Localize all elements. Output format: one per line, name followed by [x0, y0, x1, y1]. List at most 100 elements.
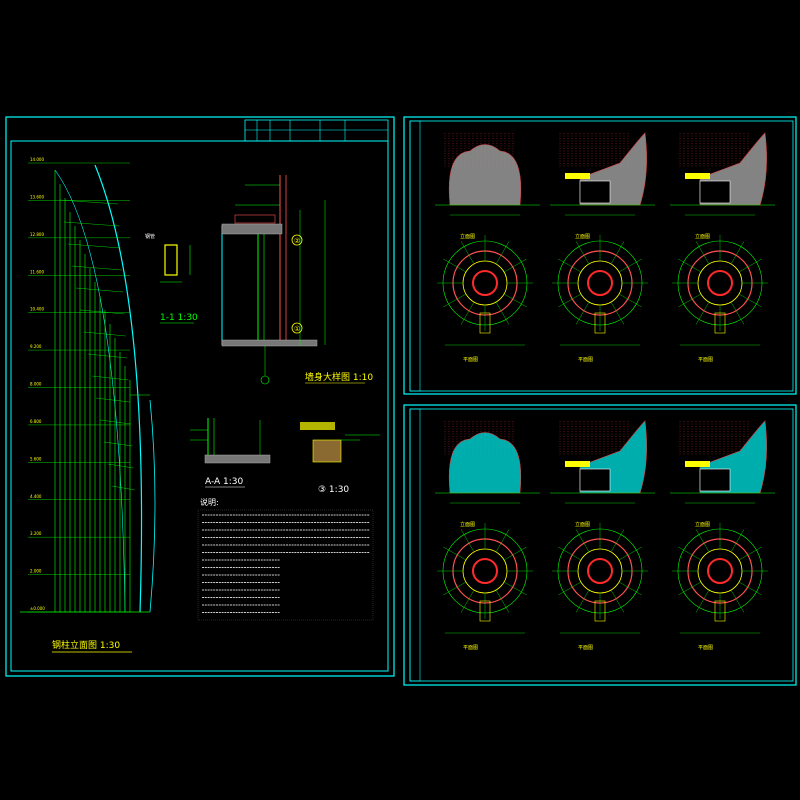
brace-line [91, 375, 129, 381]
section-a-a: A-A 1:30 [190, 418, 271, 488]
left-sheet-outer-frame [5, 116, 395, 677]
plan-radial-axis [678, 258, 702, 273]
level-label: 3.200 [30, 531, 42, 536]
plan-radial-axis [558, 258, 582, 273]
elevation-label: 立面图 [575, 233, 590, 240]
plan-radial-axis [575, 589, 590, 613]
plan-radial-axis [503, 581, 527, 596]
brace-line [103, 441, 133, 447]
elevation-title: 钢柱立面图 1:30 [52, 639, 120, 651]
plan-radial-axis [443, 546, 467, 561]
plan-radial-axis [678, 581, 702, 596]
opening [579, 468, 611, 492]
right-bottom-sheet: 立面图立面图立面图平面图平面图平面图 [403, 404, 797, 686]
level-label: 14.000 [30, 157, 44, 162]
plan-label: 平面图 [463, 357, 478, 363]
plan-radial-axis [695, 529, 710, 553]
column-outer-curve [94, 164, 143, 613]
section-1-1: 钢管 1-1 1:30 [145, 233, 198, 324]
plan-radial-axis [618, 293, 642, 308]
brace-line [59, 199, 119, 205]
plan-radial-axis [495, 529, 510, 553]
plan-radial-axis [730, 301, 745, 325]
plan-radial-axis [503, 546, 527, 561]
section-a-a-title: A-A 1:30 [205, 477, 244, 487]
plan-radial-axis [443, 293, 467, 308]
plan-radial-axis [495, 241, 510, 265]
plan-radial-axis [618, 546, 642, 561]
plan-radial-axis [618, 258, 642, 273]
elevation-label: 立面图 [695, 233, 710, 240]
plan-radial-axis [695, 589, 710, 613]
plan-label: 平面图 [698, 357, 713, 363]
brace-line [95, 397, 130, 403]
steel-column-elevation: 14.000 13.600 12.800 11.600 10.400 9.200 8.000… [20, 157, 156, 613]
plan-radial-axis [443, 581, 467, 596]
plan-core [472, 558, 498, 584]
plan-core [707, 558, 733, 584]
plan-radial-axis [495, 301, 510, 325]
plan-stair [479, 600, 491, 622]
canopy-band [685, 461, 710, 467]
opening [699, 180, 731, 204]
detail-3: ③ 1:30 [300, 422, 380, 495]
elevation-label: 立面图 [460, 233, 475, 240]
level-label: ±0.000 [30, 606, 45, 611]
wall-detail: ② ① 墙身大样图 1:10 [221, 175, 373, 385]
level-label: 5.600 [30, 456, 42, 461]
section-1-1-profile [164, 244, 178, 276]
level-label: 11.600 [30, 269, 44, 274]
plan-label: 平面图 [463, 645, 478, 651]
plan-radial-axis [460, 301, 475, 325]
plan-radial-axis [618, 581, 642, 596]
plan-label: 平面图 [578, 357, 593, 363]
plan-stair [594, 600, 606, 622]
plan-radial-axis [503, 293, 527, 308]
level-label: 9.200 [30, 344, 42, 349]
level-label: 10.400 [30, 307, 44, 312]
plan-radial-axis [495, 589, 510, 613]
level-label: 8.000 [30, 382, 42, 387]
svg-text:钢管: 钢管 [145, 233, 155, 240]
column-base-curve [149, 399, 156, 613]
wall-detail-title: 墙身大样图 1:10 [305, 371, 373, 383]
pavilion-elevation-body [448, 144, 522, 206]
plan-radial-axis [610, 301, 625, 325]
brace-line [71, 265, 122, 271]
plan-label: 平面图 [578, 645, 593, 651]
plan-radial-axis [730, 529, 745, 553]
elevation-label: 立面图 [575, 521, 590, 528]
plan-radial-axis [558, 546, 582, 561]
axis-mark-1: ① [294, 325, 300, 333]
plan-stair [594, 312, 606, 334]
detail-3-title: ③ 1:30 [318, 485, 349, 495]
brace-line [87, 353, 128, 359]
left-sheet: 14.000 13.600 12.800 11.600 10.400 9.200 8.000… [5, 116, 395, 677]
brace-line [107, 463, 134, 469]
plan-radial-axis [575, 529, 590, 553]
level-label: 13.600 [30, 194, 44, 199]
plan-stair [479, 312, 491, 334]
notes-title: 说明: [200, 497, 219, 507]
plan-radial-axis [695, 241, 710, 265]
plan-radial-axis [460, 529, 475, 553]
level-label: 4.400 [30, 494, 42, 499]
plan-radial-axis [558, 581, 582, 596]
plan-radial-axis [610, 589, 625, 613]
brace-line [83, 331, 126, 337]
plan-stair [714, 312, 726, 334]
opening [699, 468, 731, 492]
level-label: 12.800 [30, 232, 44, 237]
elevation-label: 立面图 [460, 521, 475, 528]
canopy-band [685, 173, 710, 179]
brace-line [67, 243, 121, 249]
opening [579, 180, 611, 204]
level-label: 6.800 [30, 419, 42, 424]
section-1-1-title: 1-1 1:30 [160, 313, 198, 323]
notes-block: 说明: [197, 497, 374, 621]
plan-core [707, 270, 733, 296]
plan-radial-axis [738, 258, 762, 273]
axis-mark-2: ② [294, 237, 300, 245]
